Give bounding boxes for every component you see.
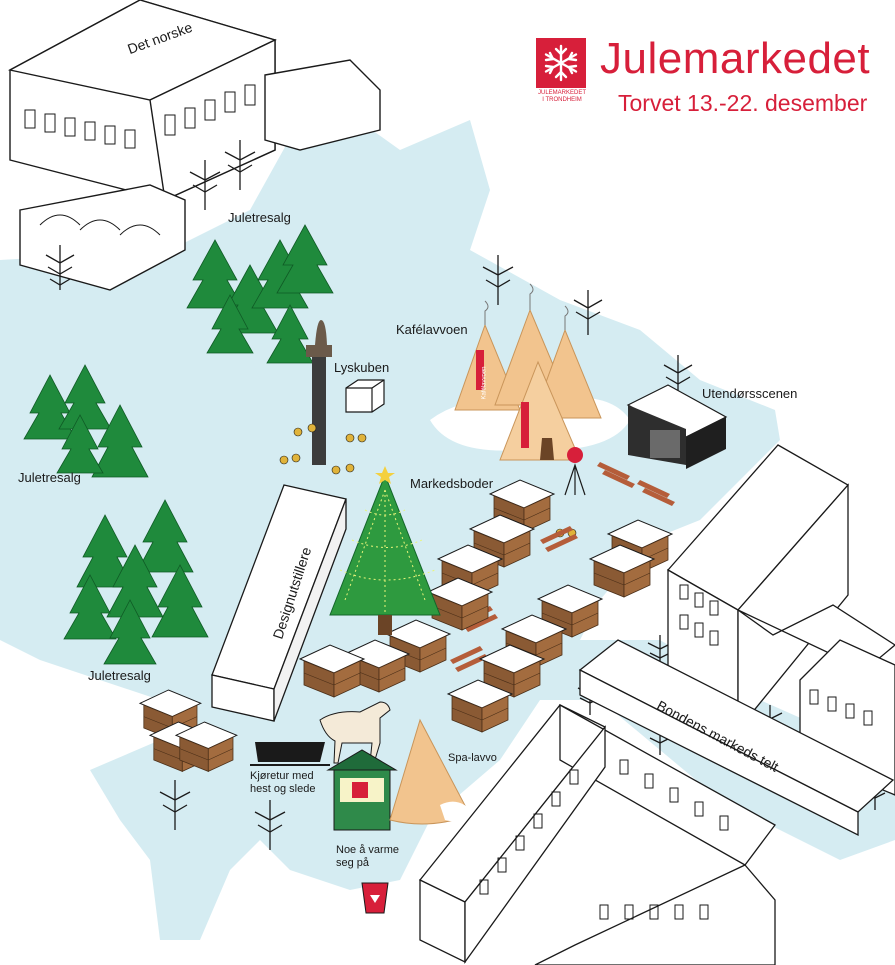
logo-caption-line1: JULEMARKEDET xyxy=(537,90,586,96)
label-juletresalg-bottom: Juletresalg xyxy=(88,668,151,683)
designutstillere-tent xyxy=(211,484,347,722)
utendorsscenen-stage xyxy=(626,384,728,469)
bottom-building xyxy=(418,703,776,965)
label-juletresalg-top: Juletresalg xyxy=(228,210,291,225)
label-tent-sign: Kafélavvoen xyxy=(481,366,488,400)
horse-sleigh xyxy=(250,701,391,766)
pine-trees-left xyxy=(23,364,149,478)
julemarkedet-logo xyxy=(536,38,586,88)
logo-caption-line2: I TRONDHEIM xyxy=(542,97,582,103)
statue-column xyxy=(306,320,332,465)
charity-kettle xyxy=(564,447,586,496)
left-booths xyxy=(138,689,238,772)
det-norske-windows xyxy=(24,84,256,236)
label-utendorsscenen: Utendørsscenen xyxy=(702,386,798,401)
kafelavvoen-tents xyxy=(430,283,630,461)
market-booth xyxy=(588,544,656,598)
logo-caption: JULEMARKEDET I TRONDHEIM xyxy=(533,90,591,104)
label-kafelavvoen: Kafélavvoen xyxy=(396,322,468,337)
page-title: Julemarkedet xyxy=(600,34,871,83)
label-noe-a-varme: Noe å varme seg på xyxy=(336,844,399,869)
pine-trees-bottom xyxy=(63,499,209,665)
market-booth xyxy=(446,679,514,733)
label-lyskuben: Lyskuben xyxy=(334,360,390,375)
label-markedsboder: Markedsboder xyxy=(410,476,494,491)
label-juletresalg-left: Juletresalg xyxy=(18,470,81,485)
pine-trees-top xyxy=(186,224,334,364)
det-norske-building xyxy=(7,0,381,291)
label-kjoretur: Kjøretur med hest og slede xyxy=(250,770,316,795)
label-spa-lavvo: Spa-lavvo xyxy=(448,752,497,764)
market-booths xyxy=(298,479,674,733)
market-booth xyxy=(298,644,366,698)
bondens-telt xyxy=(578,639,895,837)
market-booth xyxy=(426,577,494,631)
market-booth xyxy=(174,721,238,772)
page-subtitle: Torvet 13.-22. desember xyxy=(618,90,868,116)
market-booth xyxy=(536,584,604,638)
bottom-building-windows xyxy=(479,759,729,920)
lyskuben-cube xyxy=(345,379,385,413)
green-kiosk xyxy=(326,749,398,831)
red-cup xyxy=(361,882,389,914)
christmas-tree xyxy=(329,466,441,635)
snowflake-icon xyxy=(544,44,578,82)
spa-lavvo-tent xyxy=(389,718,475,825)
buildings-right-windows xyxy=(679,584,873,726)
